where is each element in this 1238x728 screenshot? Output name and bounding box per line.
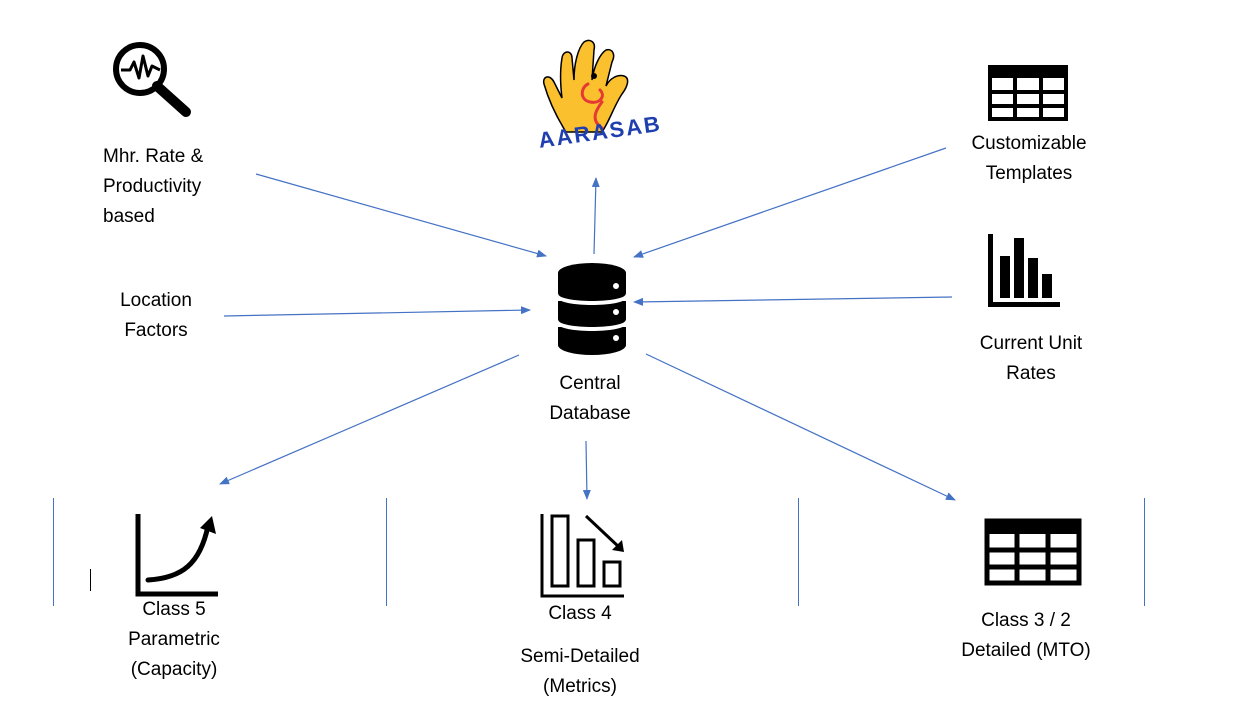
class5-subtitle: Parametric (Capacity): [128, 629, 220, 680]
location-factors-label: Location Factors: [120, 290, 192, 341]
bar-chart-icon: [988, 234, 1060, 307]
arrow-rates-to-db: [633, 296, 953, 306]
arrow-db-to-class5: [219, 354, 520, 485]
arrow-mhr-to-db: [255, 173, 547, 258]
templates-table-icon: [988, 65, 1068, 121]
hand-logo: AARASAB: [537, 39, 660, 148]
class4-subtitle: Semi-Detailed (Metrics): [520, 646, 640, 697]
separator-4: [1144, 498, 1145, 606]
growth-chart-icon: [135, 514, 218, 597]
mhr-rate-label: Mhr. Rate & Productivity based: [103, 146, 204, 227]
separator-1: [53, 498, 54, 606]
database-icon: [558, 263, 626, 355]
text-cursor: [90, 569, 91, 591]
current-unit-rates-label: Current Unit Rates: [979, 333, 1083, 384]
arrow-db-to-class3: [645, 353, 956, 501]
central-database-label: Central Database: [549, 373, 631, 424]
arrow-db-to-logo: [591, 177, 600, 255]
customizable-templates-label: Customizable Templates: [971, 133, 1087, 184]
declining-bars-icon: [540, 514, 624, 598]
separator-2: [386, 498, 387, 606]
class3-label: Class 3 / 2 Detailed (MTO): [961, 610, 1091, 661]
class5-title: Class 5: [142, 599, 206, 620]
class3-table-icon: [984, 518, 1082, 586]
separator-3: [798, 498, 799, 606]
arrow-templates-to-db: [633, 147, 947, 258]
arrow-location-to-db: [223, 306, 531, 317]
class4-title: Class 4: [548, 603, 612, 624]
arrow-db-to-class4: [582, 440, 591, 500]
magnifier-pulse-icon: [113, 42, 191, 117]
